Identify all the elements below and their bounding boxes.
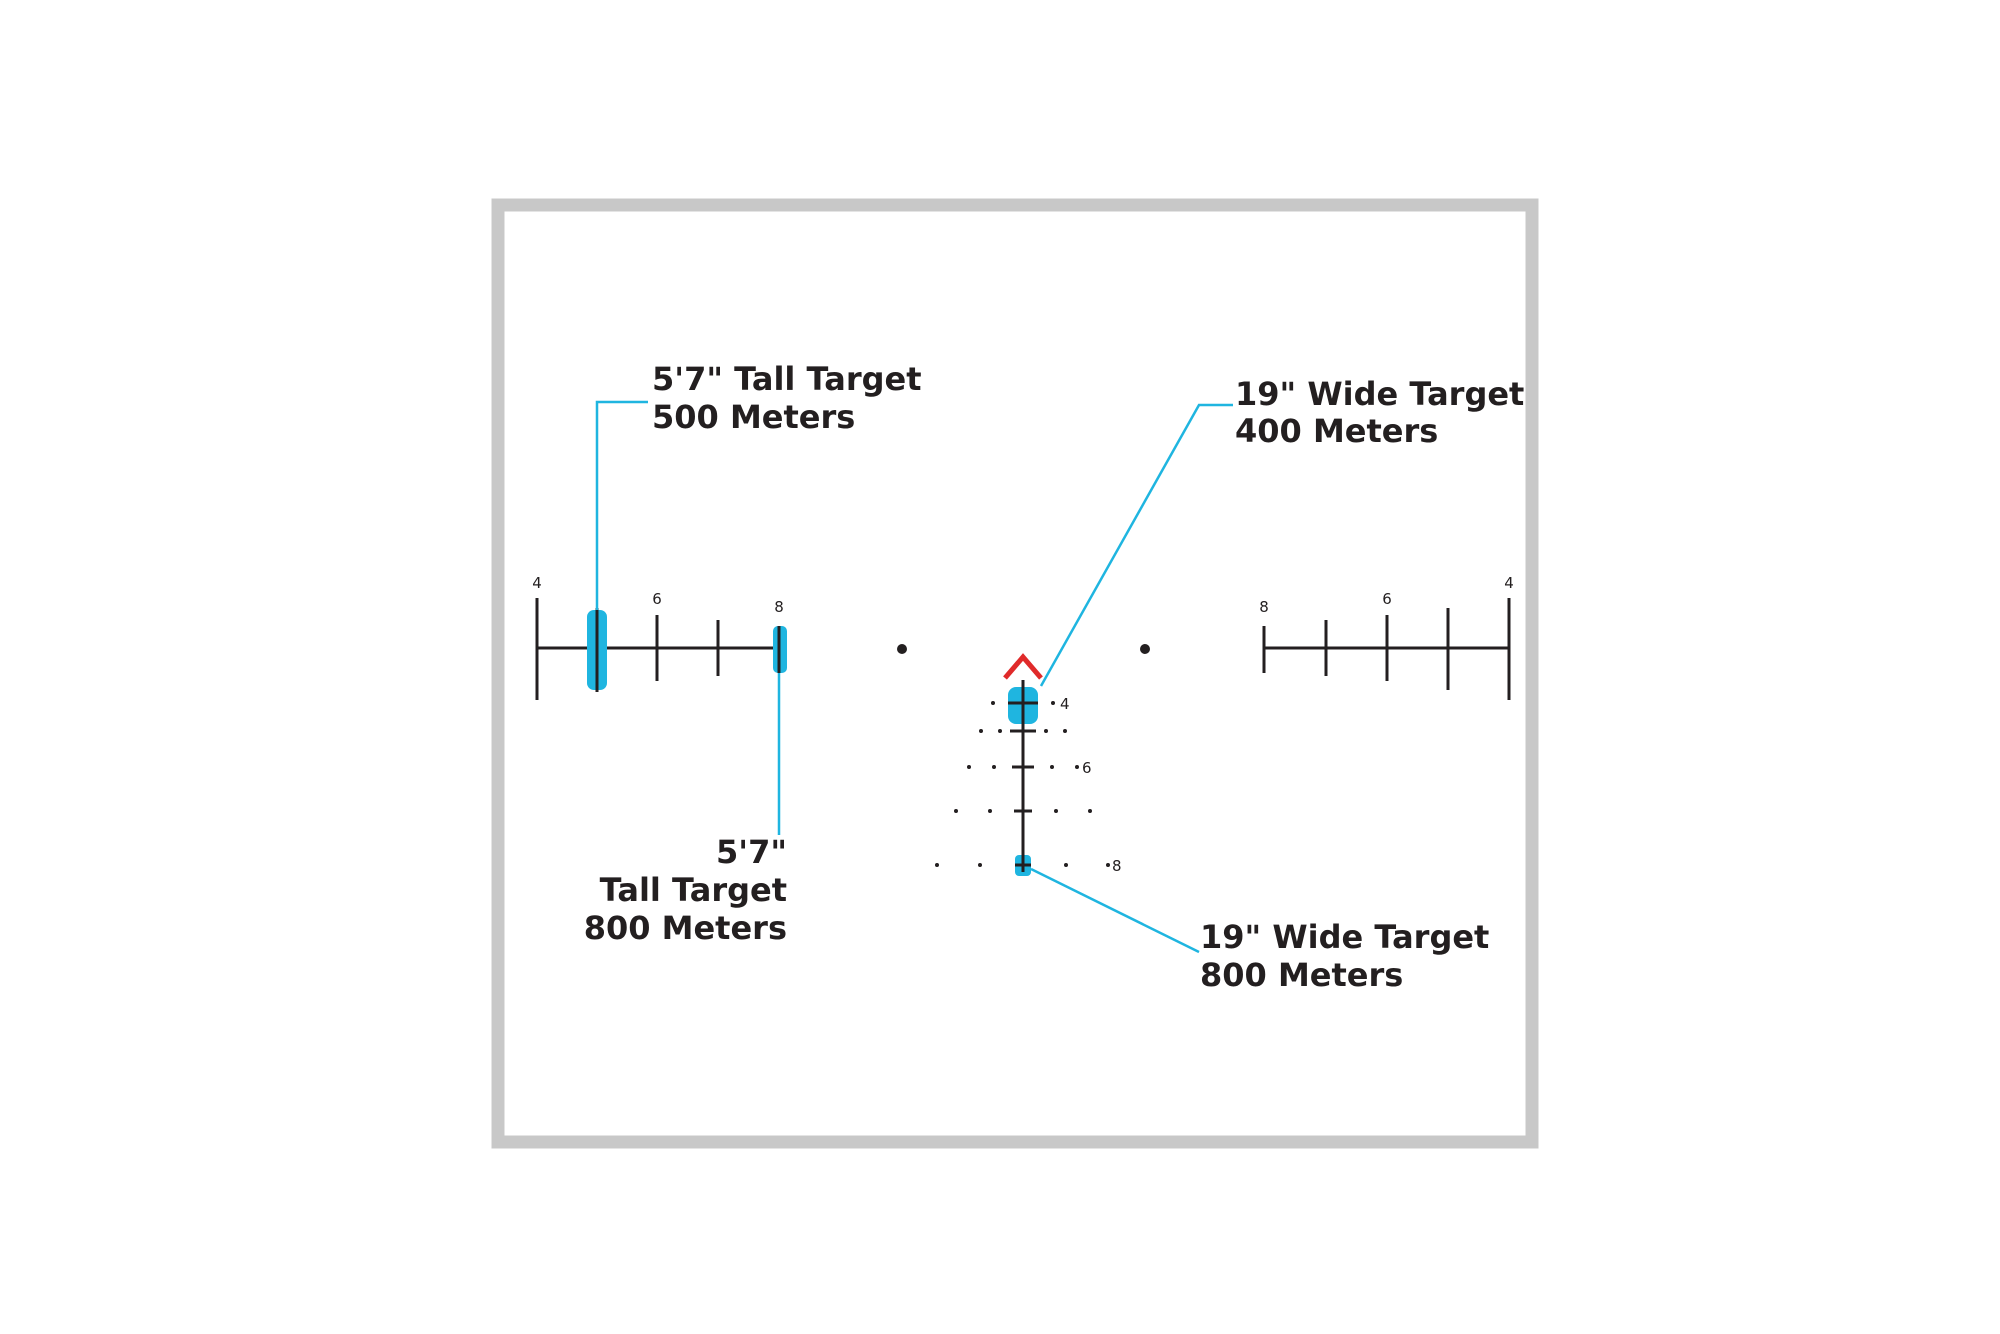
- leader-tall-500: [595, 400, 648, 610]
- dot-icon: [991, 701, 995, 705]
- center-tick-label-8: 8: [1112, 857, 1122, 875]
- center-tick-label-6: 6: [1082, 759, 1092, 777]
- dot-icon: [1050, 765, 1054, 769]
- callout-tall-500: 5'7" Tall Target 500 Meters: [652, 360, 922, 436]
- callout-tall-800-line1: 5'7": [716, 833, 787, 871]
- leader-wide-400: [1039, 403, 1233, 687]
- callout-wide-400: 19" Wide Target 400 Meters: [1235, 375, 1524, 450]
- dot-icon: [967, 765, 971, 769]
- diagram-frame: [491, 198, 1539, 1149]
- dot-icon: [1088, 809, 1092, 813]
- dot-icon: [1044, 729, 1048, 733]
- callout-wide-400-line1: 19" Wide Target: [1235, 375, 1524, 413]
- dot-icon: [992, 765, 996, 769]
- dot-icon: [1064, 863, 1068, 867]
- callout-tall-800-line3: 800 Meters: [584, 909, 787, 947]
- right-tick-label-8: 8: [1259, 598, 1269, 616]
- left-tick-label-6: 6: [652, 590, 662, 608]
- left-tick-label-4: 4: [532, 574, 542, 592]
- dot-icon: [1051, 701, 1055, 705]
- center-stadia: [1008, 680, 1038, 872]
- right-stadia: [1262, 598, 1511, 700]
- dot-icon: [978, 863, 982, 867]
- dot-icon: [1063, 729, 1067, 733]
- chevron-up-icon: [1003, 653, 1043, 680]
- callout-tall-800-line2: Tall Target: [600, 871, 787, 909]
- dot-icon: [1075, 765, 1079, 769]
- dot-icon: [998, 729, 1002, 733]
- callout-wide-800-line2: 800 Meters: [1200, 956, 1403, 994]
- dot-icon: [897, 644, 907, 654]
- callout-wide-800: 19" Wide Target 800 Meters: [1200, 918, 1489, 994]
- holdover-dots: [935, 701, 1110, 867]
- dot-icon: [988, 809, 992, 813]
- dot-icon: [979, 729, 983, 733]
- callout-tall-800: 5'7" Tall Target 800 Meters: [584, 833, 787, 947]
- dot-icon: [1054, 809, 1058, 813]
- right-tick-label-4: 4: [1504, 574, 1514, 592]
- left-tick-label-8: 8: [774, 598, 784, 616]
- right-tick-label-6: 6: [1382, 590, 1392, 608]
- center-tick-label-4: 4: [1060, 695, 1070, 713]
- callout-tall-500-line2: 500 Meters: [652, 398, 855, 436]
- dot-icon: [954, 809, 958, 813]
- callout-tall-500-line1: 5'7" Tall Target: [652, 360, 922, 398]
- callout-wide-400-line2: 400 Meters: [1235, 412, 1438, 450]
- leader-wide-800: [1030, 867, 1200, 954]
- callout-wide-800-line1: 19" Wide Target: [1200, 918, 1489, 956]
- dot-icon: [935, 863, 939, 867]
- dot-icon: [1106, 863, 1110, 867]
- dot-icon: [1140, 644, 1150, 654]
